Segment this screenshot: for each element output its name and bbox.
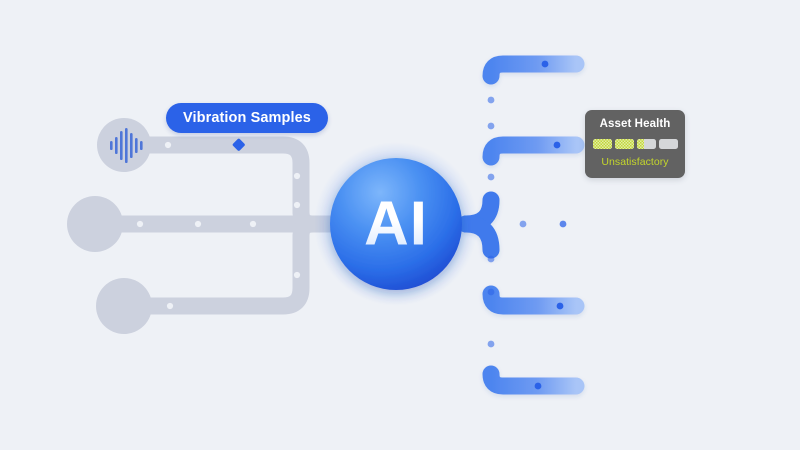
input-pipes xyxy=(86,136,339,315)
input-node-three[interactable] xyxy=(96,278,152,334)
output-branch-5 xyxy=(482,365,585,395)
input-pipe-bottom xyxy=(115,227,310,315)
input-node-vibration[interactable] xyxy=(97,118,151,172)
asset-health-gauge xyxy=(592,139,678,149)
gauge-segment-1 xyxy=(592,139,612,149)
input-pipe-top xyxy=(115,136,310,221)
gauge-segment-3 xyxy=(636,139,656,149)
asset-health-card[interactable]: Asset Health Unsatisfactory xyxy=(585,110,685,178)
input-pipe-dots xyxy=(136,141,301,310)
output-branch-4 xyxy=(482,285,585,315)
gauge-segment-2 xyxy=(614,139,634,149)
input-node-two[interactable] xyxy=(67,196,123,252)
gauge-segment-4 xyxy=(658,139,678,149)
output-pipe-dots xyxy=(487,60,567,390)
waveform-icon xyxy=(110,128,143,163)
input-pipe-merge-2 xyxy=(292,215,322,245)
vibration-samples-label: Vibration Samples xyxy=(183,110,311,126)
input-nodes xyxy=(67,118,152,334)
asset-health-title: Asset Health xyxy=(599,118,671,130)
output-branch-2 xyxy=(482,136,585,166)
output-branch-1 xyxy=(482,55,585,85)
vibration-samples-badge[interactable]: Vibration Samples xyxy=(166,103,328,133)
ai-core-label: AI xyxy=(364,190,428,259)
asset-health-status: Unsatisfactory xyxy=(601,156,669,168)
ai-core-sphere[interactable]: AI xyxy=(314,142,478,306)
pipe-marker-diamond[interactable] xyxy=(232,138,245,151)
